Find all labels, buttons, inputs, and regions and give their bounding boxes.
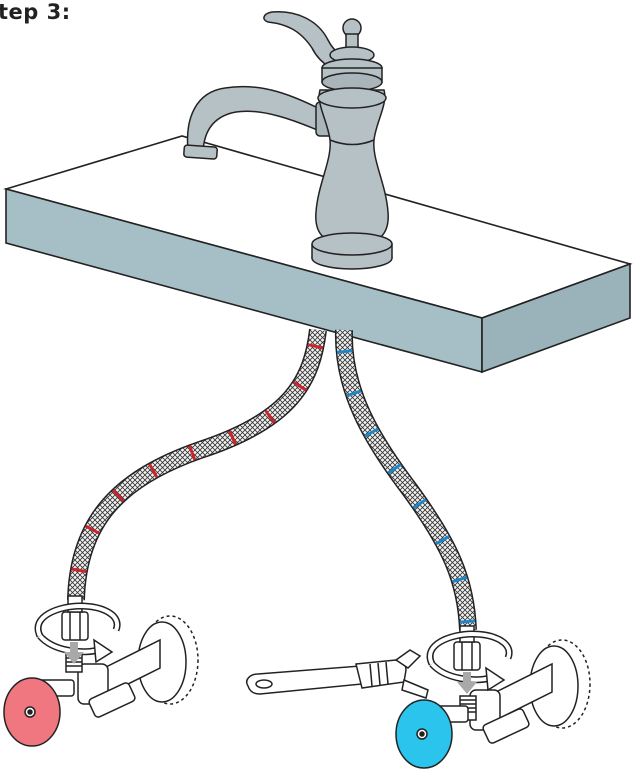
hot-braided-hose <box>67 328 327 601</box>
rotate-arrow-icon <box>426 630 513 692</box>
down-arrow-icon <box>64 642 84 664</box>
step-title: tep 3: <box>0 0 71 24</box>
down-arrow-icon <box>457 672 477 694</box>
hot-angle-valve <box>3 595 199 747</box>
rotate-arrow-icon <box>34 602 121 664</box>
cold-angle-valve <box>395 625 591 769</box>
adjustable-wrench-icon <box>246 649 429 699</box>
cold-braided-hose <box>334 329 477 631</box>
faucet-icon <box>183 11 393 270</box>
